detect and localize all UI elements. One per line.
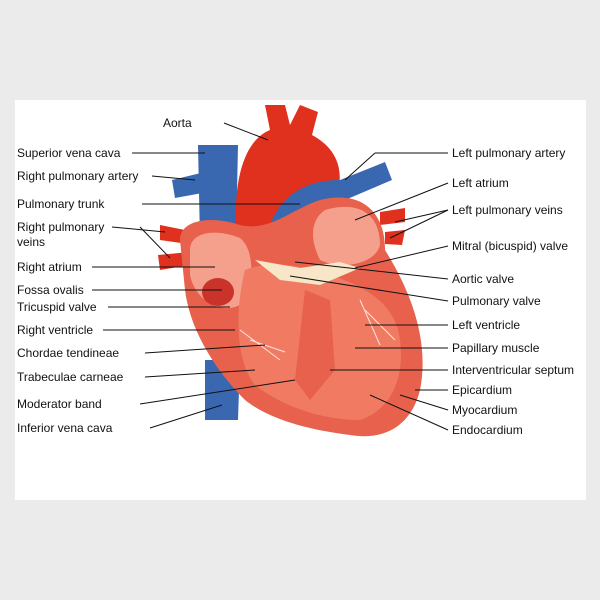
label-inferior-vena-cava: Inferior vena cava xyxy=(17,421,113,435)
label-left-pulmonary-veins: Left pulmonary veins xyxy=(452,203,563,217)
superior-vena-cava xyxy=(198,145,238,240)
label-aorta: Aorta xyxy=(163,116,192,130)
label-mitral-valve: Mitral (bicuspid) valve xyxy=(452,239,569,253)
label-right-pulmonary-veins-2: veins xyxy=(17,235,46,249)
label-aortic-valve: Aortic valve xyxy=(452,272,515,286)
fossa-ovalis xyxy=(202,278,234,306)
label-chordae-tendineae: Chordae tendineae xyxy=(17,346,120,360)
label-endocardium: Endocardium xyxy=(452,423,523,437)
label-epicardium: Epicardium xyxy=(452,383,513,397)
label-right-pulmonary-artery: Right pulmonary artery xyxy=(17,169,139,183)
label-superior-vena-cava: Superior vena cava xyxy=(17,146,121,160)
label-right-atrium: Right atrium xyxy=(17,260,82,274)
label-fossa-ovalis: Fossa ovalis xyxy=(17,283,84,297)
label-interventricular-septum: Interventricular septum xyxy=(452,363,575,377)
label-pulmonary-valve: Pulmonary valve xyxy=(452,294,541,308)
left-atrium xyxy=(313,206,380,265)
septum xyxy=(295,290,335,400)
label-left-ventricle: Left ventricle xyxy=(452,318,521,332)
label-myocardium: Myocardium xyxy=(452,403,518,417)
leader-lines xyxy=(92,122,449,431)
label-right-ventricle: Right ventricle xyxy=(17,323,94,337)
label-papillary-muscle: Papillary muscle xyxy=(452,341,540,355)
label-right-pulmonary-veins-1: Right pulmonary xyxy=(17,220,105,234)
label-left-pulmonary-artery: Left pulmonary artery xyxy=(452,146,566,160)
left-pulmonary-veins xyxy=(380,208,405,245)
label-left-atrium: Left atrium xyxy=(452,176,509,190)
label-moderator-band: Moderator band xyxy=(17,397,102,411)
label-pulmonary-trunk: Pulmonary trunk xyxy=(17,197,105,211)
label-tricuspid-valve: Tricuspid valve xyxy=(17,300,97,314)
label-trabeculae-carneae: Trabeculae carneae xyxy=(17,370,124,384)
